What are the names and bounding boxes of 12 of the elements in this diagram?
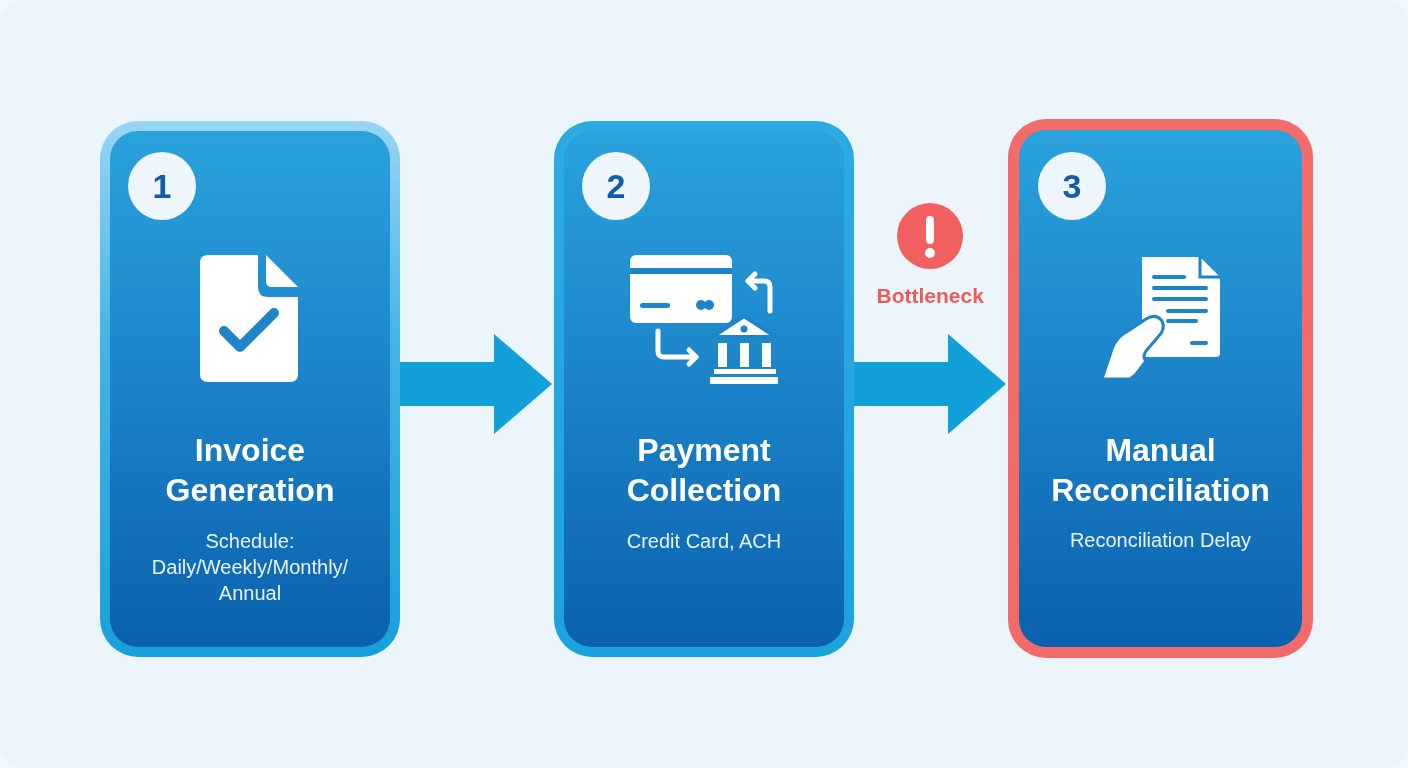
step-number-badge: 1 bbox=[128, 152, 196, 220]
step-title: Manual Reconciliation bbox=[1050, 431, 1271, 510]
step-number-badge: 3 bbox=[1038, 152, 1106, 220]
step-description: Credit Card, ACH bbox=[625, 529, 783, 554]
step-title: Invoice Generation bbox=[164, 431, 336, 510]
arrow bbox=[854, 334, 1006, 434]
step-description: Schedule: Daily/Weekly/Monthly/ Annual bbox=[150, 529, 350, 606]
step-title: Payment Collection bbox=[625, 431, 783, 510]
edge-label: Bottleneck bbox=[876, 283, 984, 309]
step-number-badge: 2 bbox=[582, 152, 650, 220]
arrow bbox=[400, 334, 552, 434]
step-description: Reconciliation Delay bbox=[1068, 528, 1253, 553]
